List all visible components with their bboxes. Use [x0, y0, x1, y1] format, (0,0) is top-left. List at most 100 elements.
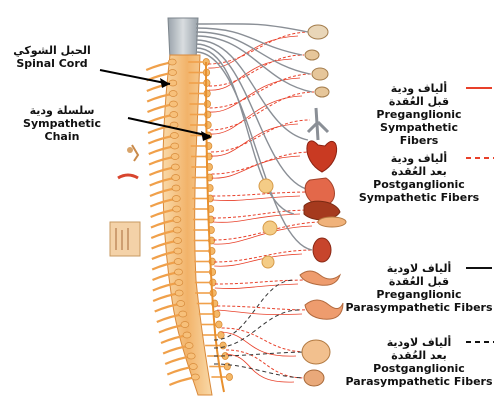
organ-heart	[306, 140, 338, 173]
dorsal-root-ganglion	[186, 352, 196, 360]
label-sympathetic-chain: سلسلة ودية Sympathetic Chain	[4, 104, 120, 143]
organ-salivary-1	[311, 67, 329, 81]
legend-en-line2: Parasympathetic Fibers	[345, 301, 493, 314]
chain-ganglion	[225, 373, 233, 381]
postganglionic-sympathetic-fiber	[210, 91, 315, 131]
postganglionic-sympathetic-fiber	[214, 279, 311, 285]
dorsal-root-ganglion	[191, 373, 200, 381]
postganglionic-sympathetic-fiber	[208, 31, 311, 65]
postganglionic-sympathetic-fiber	[217, 305, 315, 311]
legend-en-line2: Fibers	[399, 134, 439, 147]
legend-ar-line1: ألياف ودية	[390, 152, 448, 165]
organ-intestine-1	[299, 270, 342, 286]
dorsal-root-ganglion	[182, 331, 192, 339]
dorsal-root-ganglion	[172, 226, 182, 234]
organ-trachea	[306, 107, 330, 141]
organ-intestine-2	[304, 299, 344, 320]
organ-liver	[303, 200, 341, 221]
preganglionic-sympathetic-fiber	[208, 58, 293, 91]
legend-item-pre-sympathetic: ألياف ودية قبل العُقدة Preganglionic Sym…	[344, 82, 494, 147]
label-spinal-cord: الحبل الشوكي Spinal Cord	[4, 44, 100, 70]
chain-ganglion	[217, 331, 225, 339]
legend-en-line1: Preganglionic	[376, 288, 462, 301]
preganglionic-sympathetic-fiber	[225, 353, 295, 383]
preganglionic-parasympathetic-fiber	[195, 23, 309, 33]
dorsal-root-ganglion	[169, 100, 178, 108]
legend-ar-line2: بعد العُقدة	[391, 165, 447, 178]
dorsal-root-ganglion	[171, 195, 181, 202]
legend-en-line2: Parasympathetic Fibers	[345, 375, 493, 388]
postganglionic-sympathetic-fiber	[225, 349, 307, 379]
vertebrae-group	[145, 58, 200, 387]
dorsal-root-ganglion	[168, 90, 178, 97]
chain-ganglion	[215, 320, 223, 329]
spinal-cord-arrow	[99, 69, 171, 85]
preganglionic-parasympathetic-fiber	[195, 35, 313, 93]
organ-lacrimal	[304, 49, 320, 61]
dorsal-root-ganglion	[178, 310, 188, 318]
chain-ganglion	[203, 89, 211, 98]
dorsal-root-ganglion	[180, 321, 190, 328]
dorsal-root-ganglion	[188, 363, 198, 370]
postganglionic-sympathetic-fiber	[208, 54, 305, 87]
label-spinal-cord-ar: الحبل الشوكي	[13, 44, 91, 57]
postganglionic-sympathetic-fiber	[221, 327, 309, 353]
dorsal-root-ganglion	[184, 342, 194, 349]
dorsal-root-ganglion	[172, 216, 182, 223]
postganglionic-parasympathetic-fiber	[213, 351, 311, 357]
preganglionic-parasympathetic-fiber	[195, 27, 303, 56]
preganglionic-sympathetic-fiber	[211, 155, 301, 179]
preganglionic-parasympathetic-fiber	[195, 51, 313, 251]
postganglionic-sympathetic-fiber	[210, 119, 311, 153]
legend-ar-line1: ألياف لاودية	[386, 336, 452, 349]
legend-en-line1: Postganglionic	[373, 362, 465, 375]
preganglionic-sympathetic-fiber	[221, 331, 297, 357]
preganglionic-sympathetic-fiber	[217, 309, 303, 315]
prevertebral-ganglia	[258, 178, 278, 269]
dorsal-root-ganglion	[171, 174, 181, 181]
legend-en-line2: Sympathetic Fibers	[358, 191, 480, 204]
preganglionic-parasympathetic-fiber	[195, 39, 309, 141]
preganglionic-sympathetic-fiber	[210, 123, 299, 157]
skin-detail	[109, 144, 141, 257]
label-spinal-cord-en: Spinal Cord	[16, 57, 88, 70]
legend-item-post-parasympathetic: ألياف لاودية بعد العُقدة Postganglionic …	[344, 336, 494, 388]
legend-en-line1: Preganglionic Sympathetic	[376, 108, 462, 134]
dorsal-root-ganglion	[174, 279, 184, 286]
dorsal-root-ganglion	[173, 247, 183, 255]
dorsal-root-ganglion	[173, 237, 182, 244]
dorsal-root-ganglion	[176, 300, 186, 307]
postganglionic-sympathetic-fiber	[214, 249, 315, 263]
label-sympathetic-chain-ar: سلسلة ودية	[29, 104, 95, 117]
legend-ar-line2: بعد العُقدة	[391, 349, 447, 362]
dorsal-root-ganglion	[168, 69, 177, 76]
preganglionic-sympathetic-fiber	[214, 253, 303, 267]
preganglionic-parasympathetic-fiber	[195, 43, 311, 191]
preganglionic-sympathetic-fiber	[210, 95, 303, 135]
postganglionic-sympathetic-fiber	[212, 209, 313, 219]
legend-en-line1: Postganglionic	[373, 178, 465, 191]
organ-pancreas	[317, 216, 347, 228]
sympathetic-chain-group	[188, 58, 233, 393]
organ-genitals	[303, 369, 325, 387]
postganglionic-parasympathetic-fiber	[213, 309, 300, 349]
dorsal-root-ganglion	[171, 163, 180, 171]
dorsal-root-ganglion	[172, 205, 181, 213]
legend-item-pre-parasympathetic: ألياف لاودية قبل العُقدة Preganglionic P…	[344, 262, 494, 314]
preganglionic-parasympathetic-fiber	[195, 47, 295, 215]
dorsal-root-ganglion	[167, 58, 177, 66]
organs-group	[299, 24, 347, 387]
dorsal-root-ganglion	[171, 184, 181, 192]
preganglionic-sympathetic-fiber	[212, 195, 301, 201]
postganglionic-sympathetic-fiber	[209, 73, 313, 109]
chain-ganglion	[219, 341, 227, 350]
legend-ar-line1: ألياف لاودية	[386, 262, 452, 275]
preganglionic-sympathetic-fiber	[214, 283, 299, 289]
preganglionic-sympathetic-fiber	[212, 213, 301, 223]
dorsal-root-ganglion	[169, 111, 179, 118]
nerve-fibers-group	[195, 23, 325, 383]
postganglionic-sympathetic-fiber	[212, 191, 313, 197]
dorsal-root-ganglion	[170, 132, 179, 139]
chain-trunk	[205, 61, 225, 393]
organ-bladder	[301, 339, 331, 365]
